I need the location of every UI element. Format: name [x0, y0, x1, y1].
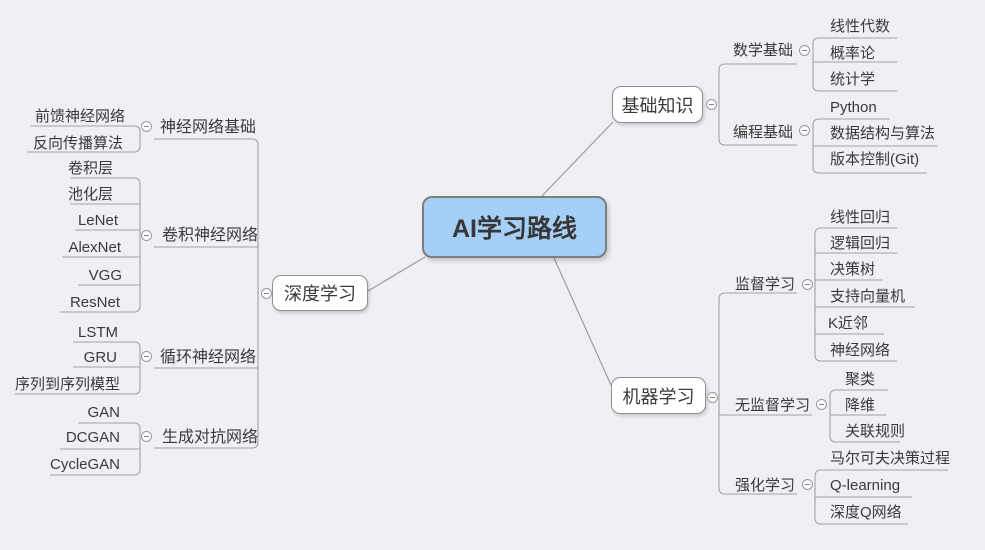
leaf-topic[interactable]: 概率论: [830, 45, 876, 62]
leaf-topic[interactable]: CycleGAN: [49, 456, 120, 473]
leaf-topic[interactable]: 降维: [845, 397, 876, 414]
branch-tree-links: [15, 37, 948, 525]
branch-topic-basics[interactable]: 基础知识: [612, 86, 703, 123]
leaf-topic[interactable]: 卷积层: [67, 160, 113, 177]
leaf-topic[interactable]: 反向传播算法: [32, 135, 123, 152]
leaf-topic[interactable]: 深度Q网络: [830, 504, 902, 521]
collapse-icon[interactable]: [802, 279, 813, 290]
leaf-topic[interactable]: 神经网络: [830, 342, 891, 359]
leaf-topic[interactable]: 数据结构与算法: [830, 125, 936, 142]
leaf-topic[interactable]: 马尔可夫决策过程: [830, 450, 951, 467]
collapse-icon[interactable]: [141, 230, 152, 241]
collapse-icon[interactable]: [799, 45, 810, 56]
leaf-topic[interactable]: GAN: [87, 404, 120, 421]
leaf-topic[interactable]: Python: [830, 99, 877, 116]
collapse-icon[interactable]: [261, 288, 272, 299]
leaf-topic[interactable]: 决策树: [830, 261, 876, 278]
branch-topic-deep-learning[interactable]: 深度学习: [272, 275, 368, 311]
subtopic-rnn[interactable]: 循环神经网络: [160, 349, 257, 366]
subtopic-programming[interactable]: 编程基础: [733, 124, 794, 141]
collapse-icon[interactable]: [141, 121, 152, 132]
collapse-icon[interactable]: [816, 399, 827, 410]
leaf-topic[interactable]: 线性代数: [830, 18, 891, 35]
leaf-topic[interactable]: VGG: [88, 267, 122, 284]
leaf-topic[interactable]: GRU: [83, 349, 117, 366]
collapse-icon[interactable]: [141, 431, 152, 442]
subtopic-gan[interactable]: 生成对抗网络: [162, 429, 259, 446]
leaf-topic[interactable]: LeNet: [77, 212, 118, 229]
leaf-topic[interactable]: 关联规则: [845, 423, 906, 440]
leaf-topic[interactable]: 统计学: [830, 71, 876, 88]
subtopic-reinforcement[interactable]: 强化学习: [735, 477, 796, 494]
subtopic-unsupervised[interactable]: 无监督学习: [735, 397, 811, 414]
leaf-topic[interactable]: DCGAN: [65, 429, 120, 446]
leaf-topic[interactable]: ResNet: [69, 294, 120, 311]
collapse-icon[interactable]: [141, 351, 152, 362]
collapse-icon[interactable]: [706, 99, 717, 110]
center-branch-links: [367, 121, 614, 386]
collapse-icon[interactable]: [707, 392, 718, 403]
leaf-topic[interactable]: Q-learning: [830, 477, 901, 494]
subtopic-math[interactable]: 数学基础: [733, 42, 794, 59]
collapse-icon[interactable]: [799, 125, 810, 136]
leaf-topic[interactable]: 池化层: [67, 186, 113, 203]
subtopic-cnn[interactable]: 卷积神经网络: [162, 227, 259, 244]
leaf-topic[interactable]: 前馈神经网络: [34, 108, 125, 125]
leaf-topic[interactable]: 聚类: [845, 371, 876, 388]
leaf-topic[interactable]: LSTM: [77, 324, 118, 341]
leaf-topic[interactable]: 版本控制(Git): [830, 151, 920, 168]
leaf-topic[interactable]: 序列到序列模型: [14, 376, 120, 393]
leaf-topic[interactable]: 逻辑回归: [830, 235, 891, 252]
leaf-topic[interactable]: K近邻: [828, 315, 869, 332]
subtopic-nn-basics[interactable]: 神经网络基础: [160, 119, 257, 136]
collapse-icon[interactable]: [802, 479, 813, 490]
branch-topic-machine-learning[interactable]: 机器学习: [611, 377, 706, 414]
leaf-topic[interactable]: 线性回归: [830, 209, 891, 226]
subtopic-supervised[interactable]: 监督学习: [735, 276, 796, 293]
central-topic[interactable]: AI学习路线: [422, 196, 607, 258]
leaf-topic[interactable]: 支持向量机: [830, 288, 906, 305]
leaf-topic[interactable]: AlexNet: [68, 239, 121, 256]
